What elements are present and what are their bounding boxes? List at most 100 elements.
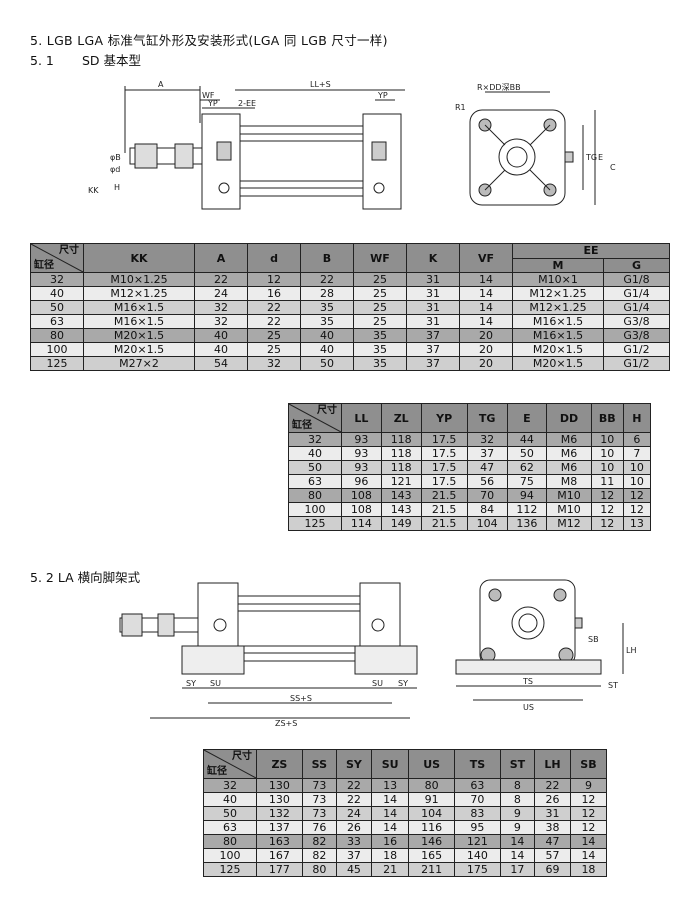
dim-sb: SB [588,635,599,644]
section1-heading: 5. 1 SD 基本型 [30,50,141,69]
section1-number: 5. 1 [30,53,54,68]
bore-size-cell: 32 [288,432,342,447]
table-cell: G1/4 [603,300,670,315]
dim-su2: SU [372,679,383,688]
table-cell: M16×1.5 [83,314,195,329]
table-cell: 33 [335,834,373,849]
table-cell: 35 [353,342,407,357]
table-cell: 25 [353,272,407,287]
table-cell: M10 [546,502,592,517]
table-cell: 73 [301,778,337,793]
table-cell: 13 [622,516,652,531]
table-cell: M8 [546,474,592,489]
table-cell: 93 [341,460,382,475]
table3-col-header: LH [534,749,571,779]
table-cell: 95 [454,820,501,835]
table-cell: 22 [247,314,301,329]
table-cell: 35 [300,300,354,315]
table-cell: 16 [247,286,301,301]
bore-size-cell: 63 [203,820,257,835]
table-cell: 31 [406,314,460,329]
table-cell: 47 [534,834,571,849]
table-cell: M12×1.25 [512,300,604,315]
table-cell: 118 [380,446,422,461]
table-cell: 14 [371,806,410,821]
dim-wf: WF [202,91,215,100]
table-cell: 22 [335,778,373,793]
table-cell: M20×1.5 [512,356,604,371]
table-cell: 50 [506,446,548,461]
table-cell: 70 [454,792,501,807]
table-cell: 22 [335,792,373,807]
table-cell: M10×1.25 [83,272,195,287]
bore-size-cell: 40 [203,792,257,807]
table3-col-header: SS [301,749,337,779]
table2-col-header: ZL [380,403,422,433]
table-cell: 28 [300,286,354,301]
table-cell: 143 [380,488,422,503]
table-cell: 20 [459,328,513,343]
table-cell: 96 [341,474,382,489]
dim-ll-s: LL+S [310,80,331,89]
table-cell: 91 [408,792,456,807]
table-cell: 18 [371,848,410,863]
table-cell: G3/8 [603,314,670,329]
table-cell: 10 [622,460,652,475]
corner-size-label: 尺寸 [232,751,252,762]
bore-size-cell: 100 [30,342,84,357]
section1-title: SD 基本型 [82,53,142,68]
table3-col-header: ZS [256,749,303,779]
table-cell: 132 [256,806,303,821]
bore-size-cell: 50 [203,806,257,821]
table-cell: 25 [247,328,301,343]
table-cell: M12×1.25 [512,286,604,301]
table-cell: 14 [459,300,513,315]
table-cell: 26 [335,820,373,835]
table-cell: 12 [622,502,652,517]
table3-col-header: TS [454,749,501,779]
table-cell: 44 [506,432,548,447]
table-cell: 14 [371,792,410,807]
table2-col-header: LL [341,403,382,433]
section2-title: LA 横向脚架式 [57,570,141,585]
table3-col-header: US [408,749,456,779]
table-cell: 25 [353,314,407,329]
table-cell: M10×1 [512,272,604,287]
table-cell: 37 [406,356,460,371]
table-cell: 8 [499,778,536,793]
dim-phi-b: φB [110,153,121,162]
table-cell: 32 [247,356,301,371]
table-cell: 73 [301,792,337,807]
table-cell: 121 [454,834,501,849]
table-cell: M16×1.5 [83,300,195,315]
table-cell: G1/8 [603,272,670,287]
table-cell: 47 [466,460,508,475]
bore-size-cell: 100 [203,848,257,863]
table-cell: 149 [380,516,422,531]
bore-size-cell: 40 [30,286,84,301]
table-cell: 93 [341,432,382,447]
table-cell: 130 [256,778,303,793]
drawing-la-front-view: SB TS US ST LH [455,579,636,712]
table-cell: 32 [194,300,248,315]
table2-col-header: H [622,403,652,433]
table-cell: M20×1.5 [512,342,604,357]
table-cell: 167 [256,848,303,863]
table-cell: 14 [459,272,513,287]
table3-col-header: SU [371,749,410,779]
dim-ss-s: SS+S [290,694,312,703]
table3-col-header: SY [335,749,373,779]
dim-yp2: YP [377,91,388,100]
table-cell: 31 [406,272,460,287]
table-cell: 80 [408,778,456,793]
